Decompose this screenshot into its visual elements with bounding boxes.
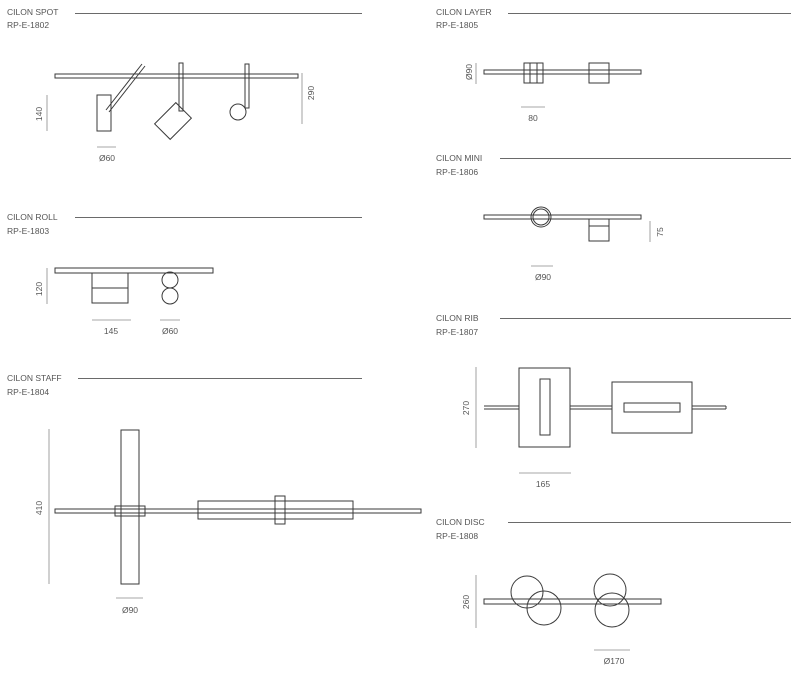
staff-vertical-tube (120, 429, 140, 585)
rib-drawing (484, 367, 727, 448)
dimension-width: 165 (535, 479, 551, 489)
dimension-diameter: Ø60 (98, 153, 116, 163)
roll-disc-bottom (161, 287, 179, 305)
spot-arm-vertical (178, 62, 184, 112)
staff-clamp (274, 495, 286, 525)
roll-drawing (54, 267, 214, 305)
product-code: RP-E-1803 (7, 226, 50, 236)
rib-inner-vertical (539, 378, 551, 436)
dimension-diameter: Ø170 (603, 656, 625, 666)
section-rule (500, 318, 791, 319)
dimension-diameter: Ø90 (121, 605, 139, 615)
spot-arm-angled-edge (108, 65, 146, 113)
dimension-width: 145 (103, 326, 119, 336)
layer-stack (523, 62, 544, 84)
layer-rail (483, 69, 642, 75)
staff-connector (114, 505, 146, 517)
product-code: RP-E-1806 (436, 167, 479, 177)
product-code: RP-E-1804 (7, 387, 50, 397)
product-name: CILON ROLL (7, 212, 58, 222)
disc-back-right (593, 573, 627, 607)
disc-front-left (526, 590, 562, 626)
product-name: CILON DISC (436, 517, 485, 527)
staff-rail (54, 508, 422, 514)
spot-rail (54, 73, 299, 79)
spot-head-hanging (96, 94, 112, 132)
product-name: CILON STAFF (7, 373, 62, 383)
section-rule (75, 13, 362, 14)
mini-cylinder (588, 218, 610, 242)
section-rule (508, 13, 791, 14)
mini-disc (530, 206, 552, 228)
rib-panel-horizontal (611, 381, 693, 434)
dimension-lines (46, 63, 651, 651)
product-name: CILON SPOT (7, 7, 59, 17)
product-code: RP-E-1808 (436, 531, 479, 541)
product-code: RP-E-1807 (436, 327, 479, 337)
spot-drawing (54, 62, 299, 141)
rib-panel-vertical (518, 367, 571, 448)
rib-inner-horizontal (623, 402, 681, 413)
mini-drawing (483, 206, 642, 242)
section-rule (78, 378, 362, 379)
roll-disc-top (161, 271, 179, 289)
dimension-diameter: Ø90 (534, 272, 552, 282)
staff-drawing (54, 429, 422, 585)
disc-rail (483, 598, 662, 605)
product-name: CILON RIB (436, 313, 479, 323)
dimension-diameter: Ø60 (161, 326, 179, 336)
layer-drawing (483, 62, 642, 84)
product-name: CILON MINI (436, 153, 483, 163)
disc-drawing (483, 573, 662, 628)
spot-head-round (229, 103, 247, 121)
product-name: CILON LAYER (436, 7, 492, 17)
spot-arm-vertical-2 (244, 63, 250, 109)
mini-disc-inner (532, 208, 550, 226)
section-rule (508, 522, 791, 523)
section-rule (500, 158, 791, 159)
spot-head-tilted (153, 101, 193, 141)
spot-arm-angled (105, 63, 143, 111)
product-code: RP-E-1805 (436, 20, 479, 30)
mini-rail (483, 214, 642, 220)
disc-front-right (594, 592, 630, 628)
product-code: RP-E-1802 (7, 20, 50, 30)
roll-rail (54, 267, 214, 274)
layer-block (588, 62, 610, 84)
section-rule (75, 217, 362, 218)
dimension-width: 80 (528, 113, 538, 123)
